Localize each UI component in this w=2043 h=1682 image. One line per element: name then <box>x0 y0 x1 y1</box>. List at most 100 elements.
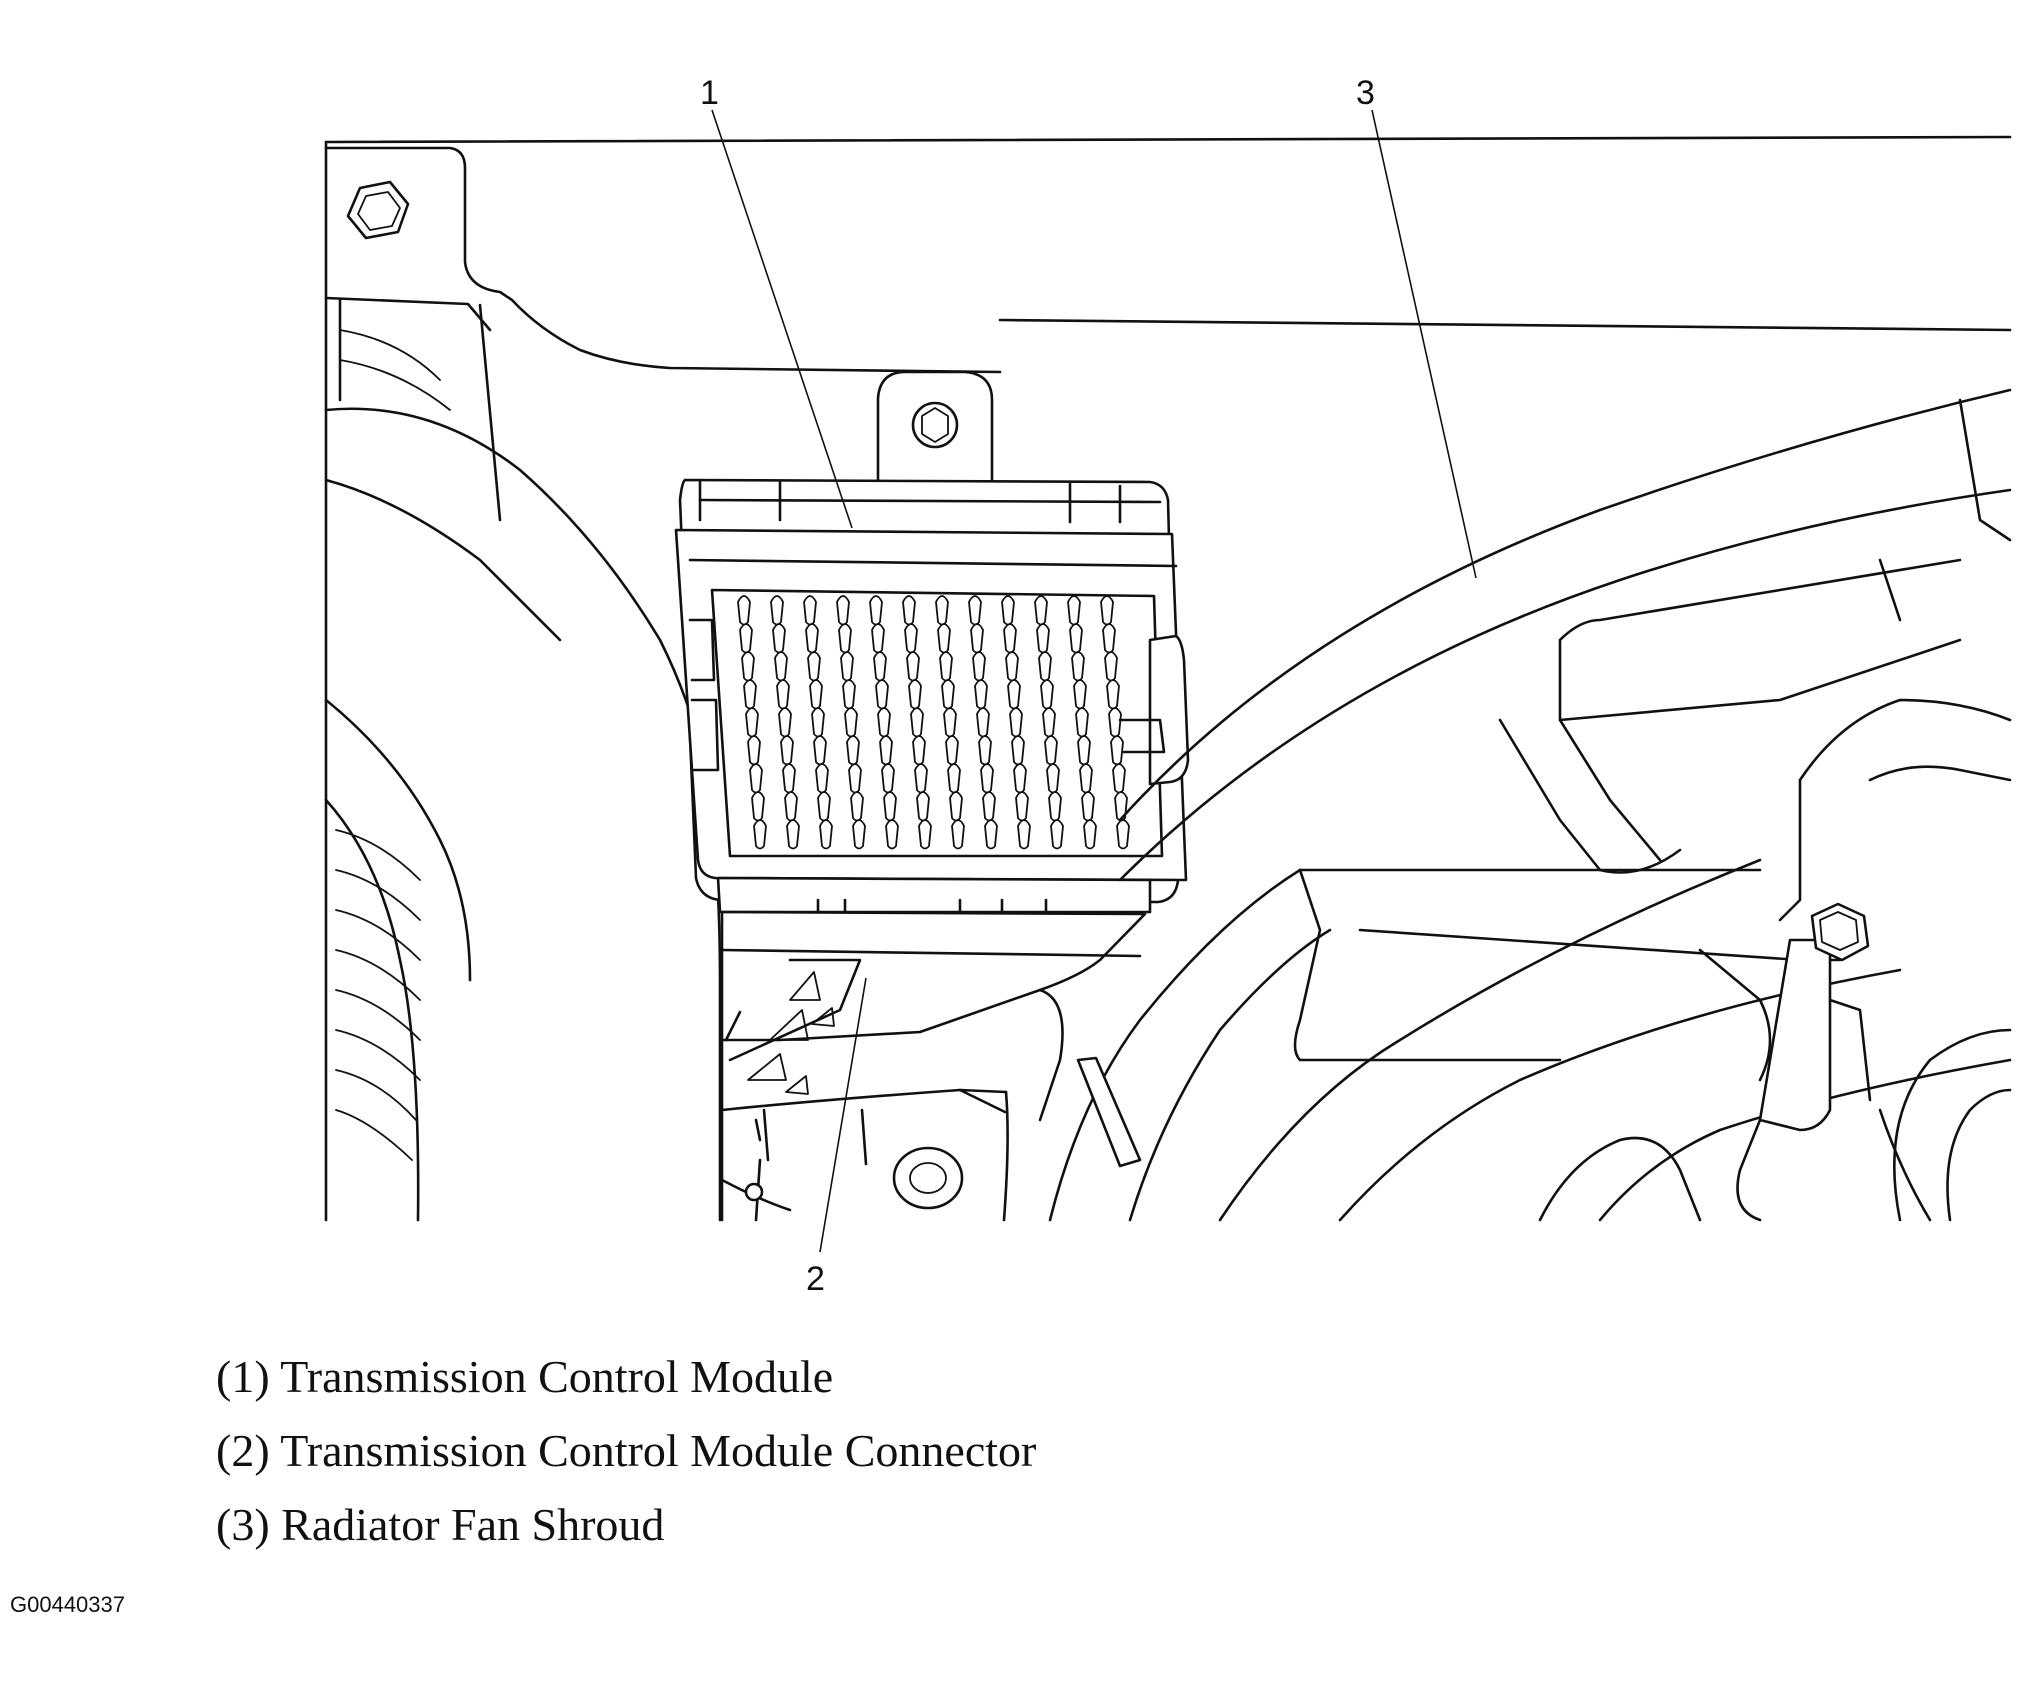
heat-sink-fin <box>1075 707 1089 738</box>
heat-sink-fin <box>941 679 955 710</box>
component-legend: (1) Transmission Control Module (2) Tran… <box>216 1340 1036 1562</box>
heat-sink-fin <box>951 819 965 850</box>
heat-sink-fin <box>782 763 796 794</box>
heat-sink-fin <box>1073 679 1087 710</box>
heat-sink-fin <box>807 651 821 682</box>
heat-sink-fin <box>885 819 899 850</box>
heat-sink-fin <box>970 623 984 654</box>
heat-sink-fin <box>1007 679 1021 710</box>
heat-sink-fin <box>846 735 860 766</box>
heat-sink-fin <box>918 819 932 850</box>
heat-sink-fin <box>1112 763 1126 794</box>
heat-sink-fin <box>974 679 988 710</box>
heat-sink-fin <box>1009 707 1023 738</box>
heat-sink-fin <box>805 623 819 654</box>
callout-2: 2 <box>806 1260 825 1298</box>
heat-sink-fin <box>877 707 891 738</box>
heat-sink-fin <box>972 651 986 682</box>
legend-item-1: (1) Transmission Control Module <box>216 1351 834 1402</box>
heat-sink-fin <box>916 791 930 822</box>
heat-sink-fin <box>836 595 850 626</box>
heat-sink-fin <box>1042 707 1056 738</box>
heat-sink-fin <box>902 595 916 626</box>
heat-sink-fin <box>737 595 751 626</box>
heat-sink-fin <box>1067 595 1081 626</box>
heat-sink-fin <box>976 707 990 738</box>
heat-sink-fin <box>943 707 957 738</box>
heat-sink-fin <box>873 651 887 682</box>
heat-sink-fin <box>1034 595 1048 626</box>
heat-sink-fin <box>1108 707 1122 738</box>
callout-leaders <box>711 109 1477 1253</box>
heat-sink-fin <box>1044 735 1058 766</box>
heat-sink-fin <box>1106 679 1120 710</box>
heat-sink-fins <box>737 595 1130 850</box>
heat-sink-fin <box>776 679 790 710</box>
heat-sink-fin <box>947 763 961 794</box>
heat-sink-fin <box>1077 735 1091 766</box>
heat-sink-fin <box>743 679 757 710</box>
heat-sink-fin <box>937 623 951 654</box>
heat-sink-fin <box>840 651 854 682</box>
heat-sink-fin <box>852 819 866 850</box>
heat-sink-fin <box>772 623 786 654</box>
heat-sink-fin <box>1046 763 1060 794</box>
heat-sink-fin <box>786 819 800 850</box>
heat-sink-fin <box>881 763 895 794</box>
heat-sink-fin <box>770 595 784 626</box>
left-mounting-bracket <box>324 146 1002 522</box>
heat-sink-fin <box>838 623 852 654</box>
heat-sink-fin <box>883 791 897 822</box>
heat-sink-fin <box>1102 623 1116 654</box>
heat-sink-fin <box>1040 679 1054 710</box>
heat-sink-fin <box>753 819 767 850</box>
heat-sink-fin <box>912 735 926 766</box>
shroud-small-tab <box>1076 1056 1142 1168</box>
heat-sink-fin <box>848 763 862 794</box>
heat-sink-fin <box>1001 595 1015 626</box>
heat-sink-fin <box>1081 791 1095 822</box>
heat-sink-fin <box>811 707 825 738</box>
heat-sink-fin <box>906 651 920 682</box>
heat-sink-fin <box>978 735 992 766</box>
callout-1: 1 <box>700 74 719 112</box>
legend-item-2: (2) Transmission Control Module Connecto… <box>216 1425 1037 1476</box>
heat-sink-fin <box>1011 735 1025 766</box>
heat-sink-fin <box>1110 735 1124 766</box>
heat-sink-fin <box>1015 791 1029 822</box>
heat-sink-fin <box>875 679 889 710</box>
heat-sink-fin <box>745 707 759 738</box>
heat-sink-fin <box>968 595 982 626</box>
heat-sink-fin <box>1005 651 1019 682</box>
heat-sink-fin <box>1003 623 1017 654</box>
figure-id: G00440337 <box>10 1592 125 1617</box>
heat-sink-fin <box>935 595 949 626</box>
heat-sink-fin <box>1050 819 1064 850</box>
callout-3: 3 <box>1356 74 1375 112</box>
heat-sink-fin <box>784 791 798 822</box>
heat-sink-fin <box>1083 819 1097 850</box>
heat-sink-fin <box>871 623 885 654</box>
heat-sink-fin <box>1100 595 1114 626</box>
heat-sink-fin <box>815 763 829 794</box>
heat-sink-fin <box>949 791 963 822</box>
heat-sink-fin <box>813 735 827 766</box>
transmission-control-module <box>674 370 1190 932</box>
heat-sink-fin <box>780 735 794 766</box>
heat-sink-fin <box>817 791 831 822</box>
heat-sink-fin <box>819 819 833 850</box>
lower-bracket <box>958 988 1064 1222</box>
heat-sink-fin <box>844 707 858 738</box>
heat-sink-fin <box>739 623 753 654</box>
left-bolt-icon <box>346 180 410 240</box>
heat-sink-fin <box>980 763 994 794</box>
heat-sink-fin <box>982 791 996 822</box>
legend-item-3: (3) Radiator Fan Shroud <box>216 1499 665 1550</box>
heat-sink-fin <box>869 595 883 626</box>
tcm-connector <box>720 910 1147 1222</box>
heat-sink-fin <box>945 735 959 766</box>
heat-sink-fin <box>774 651 788 682</box>
heat-sink-fin <box>908 679 922 710</box>
heat-sink-fin <box>1017 819 1031 850</box>
